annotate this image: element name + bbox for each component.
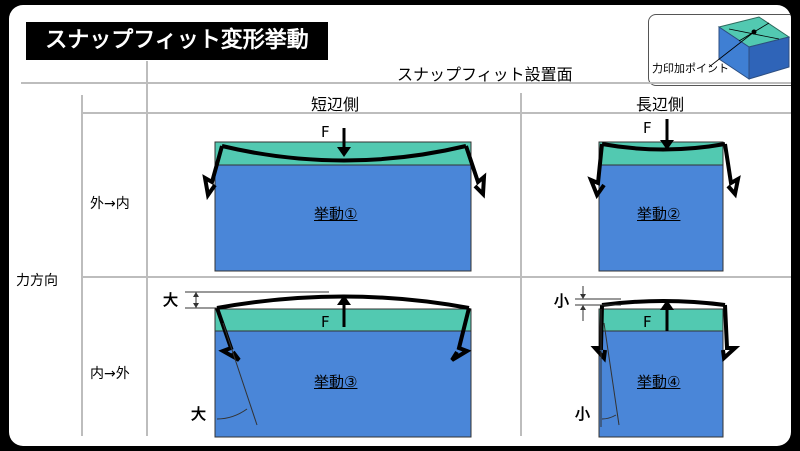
behavior-label-1: 挙動① (314, 205, 358, 223)
block-1 (202, 128, 487, 272)
force-label-2: F (643, 119, 652, 137)
row-header-out-in: 外→内 (90, 196, 130, 212)
slide: スナップフィット変形挙動 力印加ポイント (9, 5, 791, 446)
force-point-box-icon (708, 16, 791, 80)
behavior-label-2: 挙動② (637, 205, 681, 223)
behavior-label-4: 挙動④ (637, 373, 681, 391)
force-label-4: F (643, 313, 652, 331)
deformation-diagram (21, 61, 791, 438)
offset-magnitude-large: 大 (163, 291, 179, 309)
block-2 (587, 119, 741, 272)
block-3 (185, 291, 472, 438)
offset-magnitude-small: 小 (554, 292, 570, 310)
behavior-label-3: 挙動③ (314, 373, 358, 391)
column-group-header: スナップフィット設置面 (397, 65, 573, 84)
grid-lines (21, 61, 791, 436)
row-header-in-out: 内→外 (90, 366, 130, 382)
column-header-long: 長辺側 (636, 95, 685, 114)
angle-magnitude-large: 大 (191, 405, 207, 423)
force-label-3: F (321, 313, 330, 331)
row-group-header: 力方向 (16, 273, 58, 289)
inset-panel: 力印加ポイント (648, 14, 791, 86)
inset-label: 力印加ポイント (652, 62, 729, 75)
slide-title: スナップフィット変形挙動 (26, 22, 328, 60)
angle-magnitude-small: 小 (575, 405, 591, 423)
column-header-short: 短辺側 (311, 95, 360, 114)
block-4 (575, 286, 741, 438)
force-label-1: F (321, 123, 330, 141)
